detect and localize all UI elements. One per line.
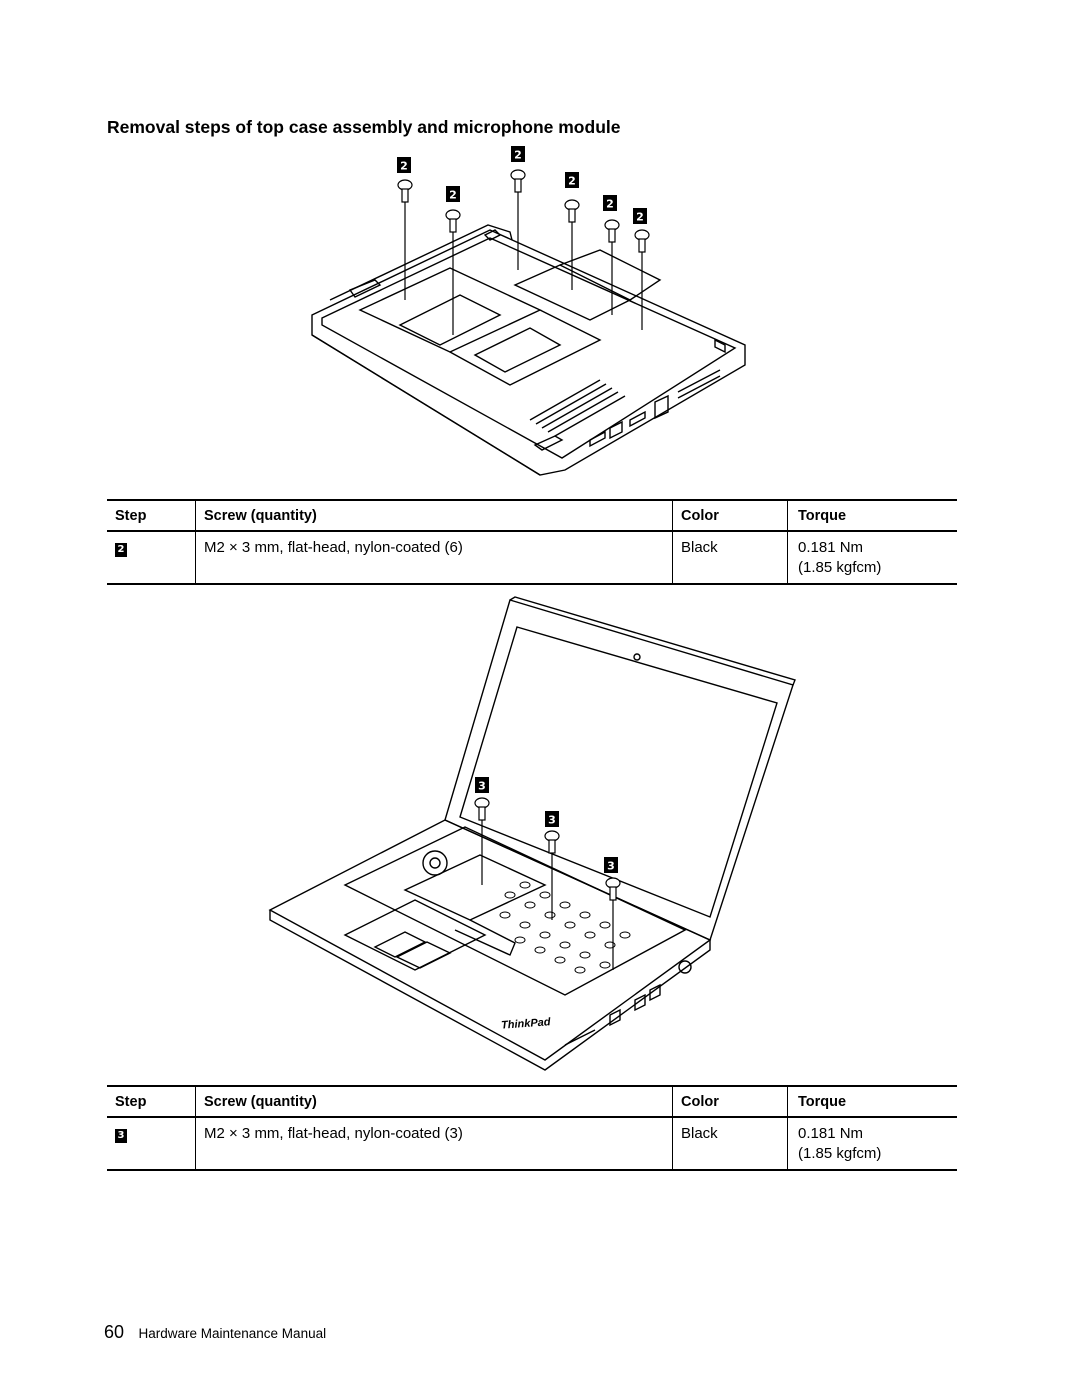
table-row: 3 M2 × 3 mm, flat-head, nylon-coated (3)… bbox=[107, 1117, 957, 1171]
svg-text:2: 2 bbox=[514, 149, 522, 162]
screw-cell: M2 × 3 mm, flat-head, nylon-coated (3) bbox=[195, 1117, 673, 1171]
thinkpad-logo: ThinkPad bbox=[501, 1016, 552, 1031]
section-heading: Removal steps of top case assembly and m… bbox=[107, 117, 621, 137]
torque-value: 0.181 Nm bbox=[798, 1125, 864, 1142]
screw-icon bbox=[544, 830, 560, 920]
svg-text:2: 2 bbox=[449, 189, 457, 202]
color-cell: Black bbox=[672, 1117, 788, 1171]
screw-icon bbox=[445, 209, 461, 335]
callout-badge: 2 bbox=[511, 146, 525, 162]
screw-icon bbox=[474, 797, 490, 885]
callout-badge: 2 bbox=[565, 172, 579, 188]
svg-text:2: 2 bbox=[568, 175, 576, 188]
base-outline bbox=[268, 819, 712, 1061]
header-step: Step bbox=[107, 499, 196, 532]
svg-text:3: 3 bbox=[548, 814, 556, 827]
table-row: 2 M2 × 3 mm, flat-head, nylon-coated (6)… bbox=[107, 531, 957, 585]
svg-text:3: 3 bbox=[607, 860, 615, 873]
screw-icon bbox=[510, 169, 526, 270]
step-badge: 2 bbox=[115, 543, 127, 557]
top-case-removal-illustration: ThinkPad 3 3 3 bbox=[268, 596, 796, 1071]
header-color: Color bbox=[672, 1085, 788, 1118]
torque-cell: 0.181 Nm (1.85 kgfcm) bbox=[787, 531, 957, 585]
page-number: 60 bbox=[104, 1322, 125, 1342]
page-footer: 60 Hardware Maintenance Manual bbox=[104, 1322, 326, 1343]
callout-badge: 3 bbox=[604, 857, 618, 873]
svg-text:2: 2 bbox=[400, 160, 408, 173]
callout-badge: 3 bbox=[545, 811, 559, 827]
header-step: Step bbox=[107, 1085, 196, 1118]
torque-alt-value: (1.85 kgfcm) bbox=[798, 1145, 882, 1162]
callout-badge: 2 bbox=[603, 195, 617, 211]
table-header-row: Step Screw (quantity) Color Torque bbox=[107, 499, 957, 532]
torque-value: 0.181 Nm bbox=[798, 539, 864, 556]
svg-text:2: 2 bbox=[636, 211, 644, 224]
svg-text:3: 3 bbox=[478, 780, 486, 793]
callout-badge: 3 bbox=[475, 777, 489, 793]
base-outline bbox=[311, 229, 746, 476]
callout-badge: 2 bbox=[397, 157, 411, 173]
bottom-cover-removal-illustration: 2 2 2 2 2 2 bbox=[311, 146, 746, 476]
screw-spec-table-step-2: Step Screw (quantity) Color Torque 2 M2 … bbox=[107, 499, 957, 585]
color-cell: Black bbox=[672, 531, 788, 585]
header-torque: Torque bbox=[787, 499, 957, 532]
torque-alt-value: (1.85 kgfcm) bbox=[798, 559, 882, 576]
screw-icon bbox=[605, 877, 621, 970]
manual-title: Hardware Maintenance Manual bbox=[138, 1326, 327, 1341]
header-color: Color bbox=[672, 499, 788, 532]
step-badge: 3 bbox=[115, 1129, 127, 1143]
screw-icon bbox=[564, 199, 580, 290]
screw-icon bbox=[634, 229, 650, 330]
screw-icon bbox=[397, 179, 413, 300]
table-header-row: Step Screw (quantity) Color Torque bbox=[107, 1085, 957, 1118]
screw-cell: M2 × 3 mm, flat-head, nylon-coated (6) bbox=[195, 531, 673, 585]
screw-spec-table-step-3: Step Screw (quantity) Color Torque 3 M2 … bbox=[107, 1085, 957, 1171]
header-torque: Torque bbox=[787, 1085, 957, 1118]
callout-badge: 2 bbox=[446, 186, 460, 202]
header-screw: Screw (quantity) bbox=[195, 499, 673, 532]
torque-cell: 0.181 Nm (1.85 kgfcm) bbox=[787, 1117, 957, 1171]
callout-badge: 2 bbox=[633, 208, 647, 224]
display-outline bbox=[444, 599, 794, 941]
screw-icon bbox=[604, 219, 620, 315]
header-screw: Screw (quantity) bbox=[195, 1085, 673, 1118]
svg-text:2: 2 bbox=[606, 198, 614, 211]
